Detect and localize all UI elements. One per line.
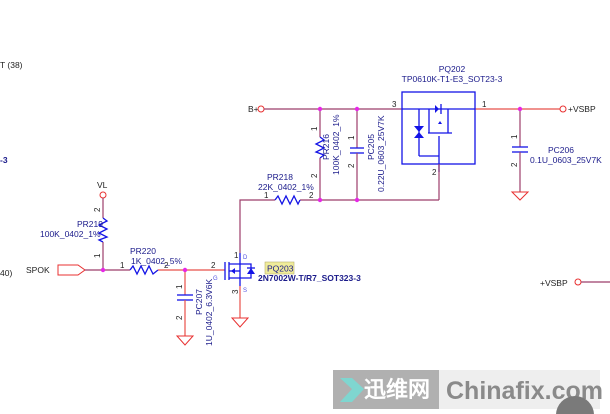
pin-number: 1: [93, 253, 102, 258]
pin-number: 2: [211, 261, 216, 270]
pin-number: 1: [175, 284, 184, 289]
junctions: [100, 106, 523, 273]
pin-name: S: [243, 288, 247, 294]
pc207-capacitor: 1 2 PC207 1U_0402_6.3V6K: [175, 270, 214, 346]
pc205-ref: PC205: [366, 134, 376, 160]
pr218-resistor: 1 2 PR218 22K_0402_1%: [258, 172, 314, 206]
ground-icon: [175, 335, 195, 346]
pc205-value: 0.22U_0603_25V7K: [376, 115, 386, 192]
net-label-spok: SPOK: [26, 265, 50, 275]
net-label-vsbp: +VSBP: [568, 104, 596, 114]
pin-number: 1: [264, 191, 269, 200]
pr220-ref: PR220: [130, 246, 156, 256]
pin-number: 1: [234, 251, 239, 260]
pq202-ref: PQ202: [439, 64, 466, 74]
pin-number: 1: [347, 135, 356, 140]
pr216-resistor: 1 2 PR216 100K_0402_1%: [310, 109, 341, 200]
edge-label: 40): [0, 268, 12, 278]
wire: [239, 199, 275, 253]
pin-number: 3: [231, 289, 240, 294]
pc207-value: 1U_0402_6.3V6K: [204, 279, 214, 346]
port-vsbp: [559, 105, 567, 113]
port-vsbp: [574, 278, 582, 286]
pin-number: 2: [164, 261, 169, 270]
port-bplus: [257, 105, 265, 113]
pin-number: 1: [120, 261, 125, 270]
pq203-ref: PQ203: [267, 264, 294, 274]
pin-number: 1: [310, 126, 319, 131]
pr218-value: 22K_0402_1%: [258, 182, 314, 192]
pin-number: 2: [175, 315, 184, 320]
pc205-capacitor: 1 2 PC205 0.22U_0603_25V7K: [347, 109, 386, 200]
pin-number: 1: [510, 134, 519, 139]
net-label-vsbp: +VSBP: [540, 278, 568, 288]
edge-label: -3: [0, 155, 8, 165]
watermark-logo: 迅维网 Chinafix.com: [333, 370, 603, 414]
pr220-value: 1K_0402_5%: [131, 256, 182, 266]
pin-number: 2: [510, 162, 519, 167]
pr218-ref: PR218: [267, 172, 293, 182]
net-label-bplus: B+: [248, 104, 259, 114]
pin-number: 2: [93, 207, 102, 212]
pr216-value: 100K_0402_1%: [331, 114, 341, 175]
chevron-right-icon: [340, 378, 364, 402]
pc206-value: 0.1U_0603_25V7K: [530, 155, 602, 165]
pin-name: D: [243, 255, 248, 261]
pr219-resistor: 2 1 PR219 100K_0402_1%: [40, 198, 109, 270]
port-vl: [99, 191, 107, 199]
ground-icon: [230, 317, 250, 328]
port-spok: [57, 264, 86, 276]
ground-icon: [510, 191, 530, 201]
pin-number: 3: [392, 100, 397, 109]
pr216-ref: PR216: [321, 134, 331, 160]
net-label-vl: VL: [97, 180, 108, 190]
pr219-ref: PR219: [77, 219, 103, 229]
pr220-resistor: 1 2 PR220 1K_0402_5%: [120, 246, 182, 276]
pin-number: 1: [482, 100, 487, 109]
pin-number: 2: [310, 173, 319, 178]
pin-name: G: [213, 276, 218, 282]
pq202-value: TP0610K-T1-E3_SOT23-3: [402, 74, 503, 84]
pin-number: 2: [309, 191, 314, 200]
pin-number: 2: [432, 168, 437, 177]
pq203-nmos: 1 2 3 D G S PQ203 2N7002W-T/R7_SOT323-3: [211, 251, 361, 294]
pin-number: 2: [347, 163, 356, 168]
pr219-value: 100K_0402_1%: [40, 229, 101, 239]
pc207-ref: PC207: [194, 289, 204, 315]
pq202-pmos: PQ202 TP0610K-T1-E3_SOT23-3 3 1 2: [392, 64, 503, 177]
pc206-ref: PC206: [548, 145, 574, 155]
pc206-capacitor: 1 2 PC206 0.1U_0603_25V7K: [510, 109, 602, 201]
highlight-box: [264, 261, 295, 275]
pq203-value: 2N7002W-T/R7_SOT323-3: [258, 273, 361, 283]
edge-label: T (38): [0, 60, 23, 70]
watermark-cn: 迅维网: [364, 377, 430, 402]
